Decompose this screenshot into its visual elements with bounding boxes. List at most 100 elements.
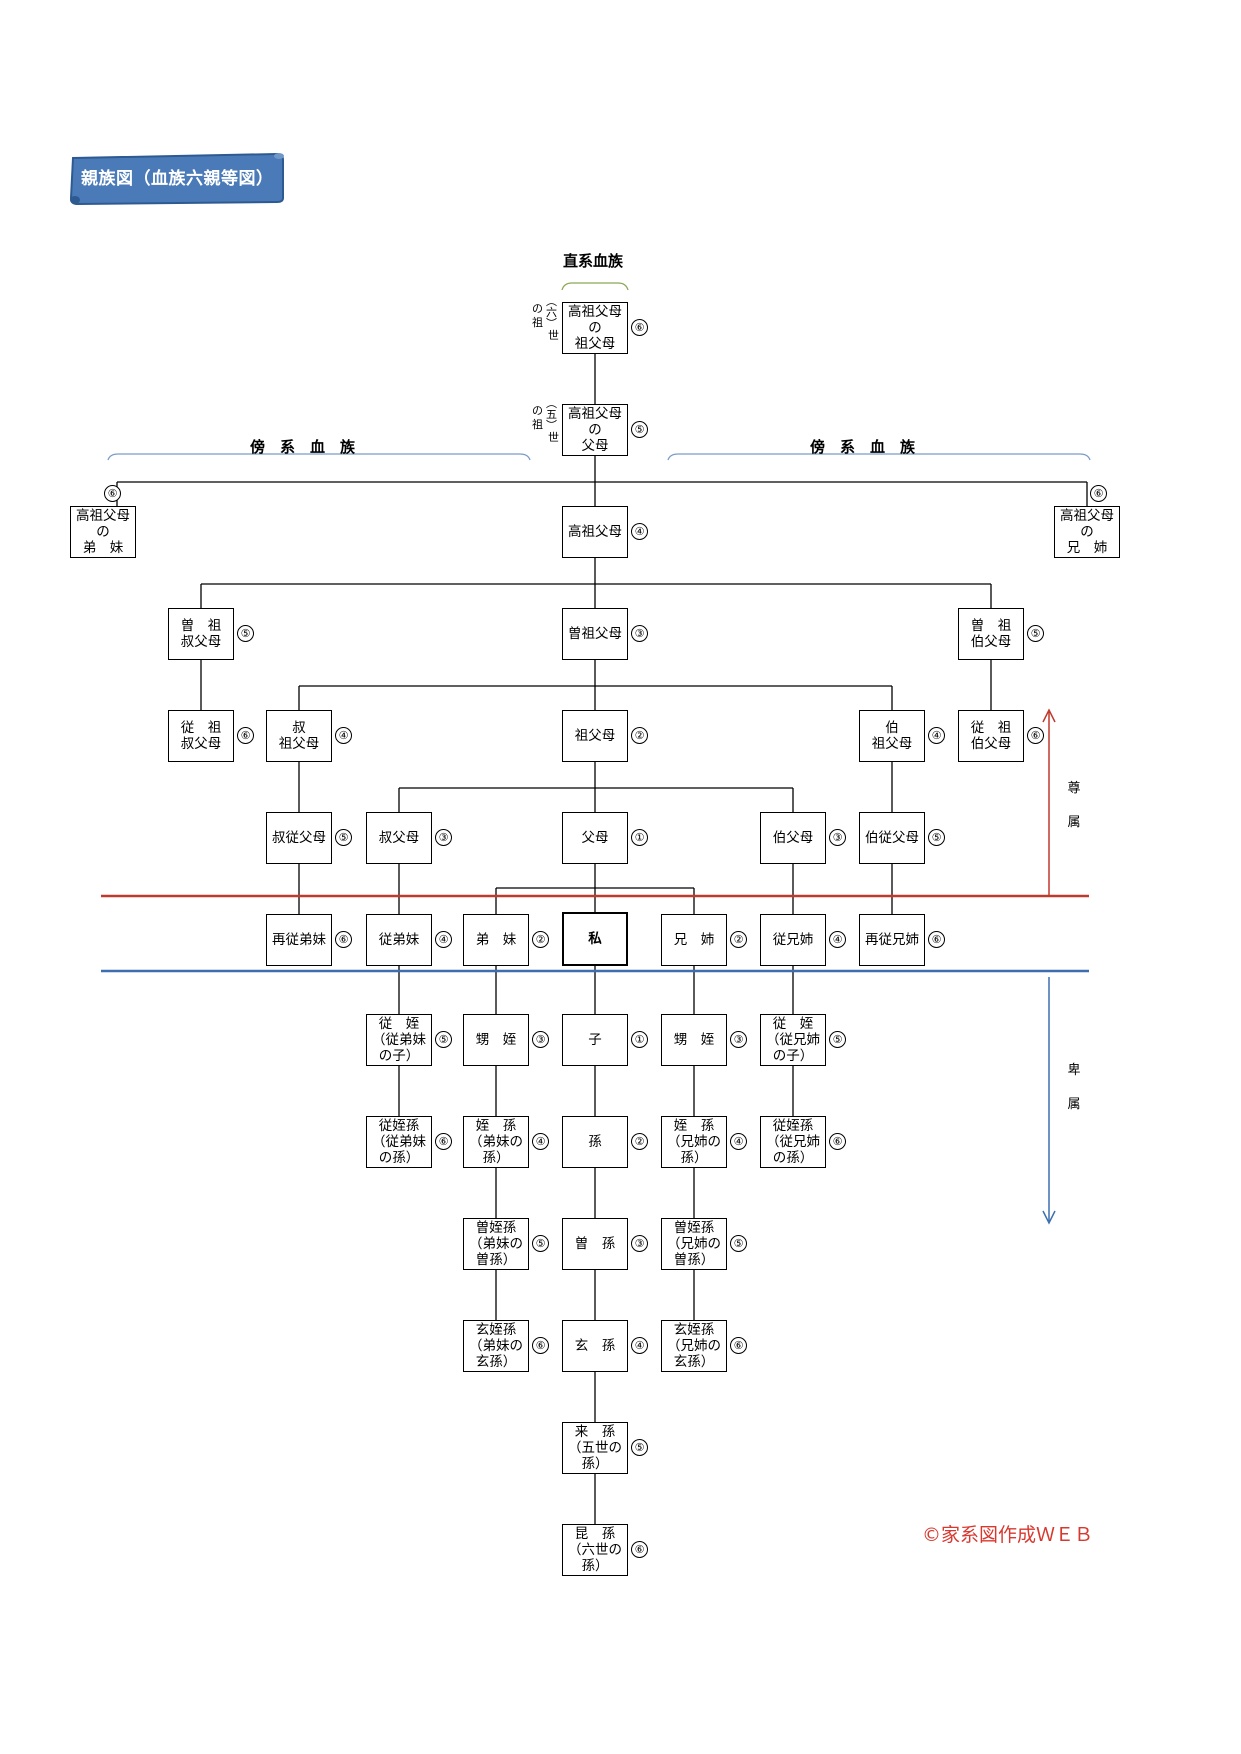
degree-badge: ① bbox=[631, 829, 648, 846]
degree-badge: ③ bbox=[730, 1031, 747, 1048]
kin-box: 弟 妹 bbox=[463, 914, 529, 966]
kin-box: 従 祖 叔父母 bbox=[168, 710, 234, 762]
degree-badge: ④ bbox=[829, 931, 846, 948]
degree-badge: ② bbox=[730, 931, 747, 948]
kin-box: 来 孫 （五世の 孫） bbox=[562, 1422, 628, 1474]
degree-badge: ④ bbox=[730, 1133, 747, 1150]
degree-badge: ③ bbox=[631, 625, 648, 642]
kin-box: 甥 姪 bbox=[661, 1014, 727, 1066]
degree-badge: ④ bbox=[532, 1133, 549, 1150]
degree-badge: ② bbox=[631, 727, 648, 744]
degree-badge: ⑤ bbox=[631, 421, 648, 438]
degree-badge: ⑥ bbox=[435, 1133, 452, 1150]
kin-box: 再従弟妹 bbox=[266, 914, 332, 966]
kin-box: 玄 孫 bbox=[562, 1320, 628, 1372]
degree-badge: ④ bbox=[335, 727, 352, 744]
degree-badge: ④ bbox=[631, 1337, 648, 1354]
fifth-ancestor-note-c: 世 bbox=[548, 431, 559, 444]
kin-box: 高祖父母 の 兄 姉 bbox=[1054, 506, 1120, 558]
kin-box: 従 姪 （従弟妹 の子） bbox=[366, 1014, 432, 1066]
copyright-text: ©家系図作成ＷＥＢ bbox=[922, 1524, 1094, 1546]
kin-box: 従兄姉 bbox=[760, 914, 826, 966]
kin-box: 高祖父母 bbox=[562, 506, 628, 558]
kin-box: 祖父母 bbox=[562, 710, 628, 762]
degree-badge: ⑤ bbox=[532, 1235, 549, 1252]
kin-box: 孫 bbox=[562, 1116, 628, 1168]
degree-badge: ⑥ bbox=[1027, 727, 1044, 744]
degree-badge: ⑥ bbox=[1090, 485, 1107, 502]
degree-badge: ⑥ bbox=[631, 1541, 648, 1558]
degree-badge: ④ bbox=[631, 523, 648, 540]
degree-badge: ⑥ bbox=[335, 931, 352, 948]
kin-box: 曽祖父母 bbox=[562, 608, 628, 660]
degree-badge: ⑥ bbox=[829, 1133, 846, 1150]
kin-box: 叔父母 bbox=[366, 812, 432, 864]
degree-badge: ⑤ bbox=[730, 1235, 747, 1252]
descendant-label: 卑 属 bbox=[1067, 1063, 1081, 1112]
kin-box: 姪 孫 （兄姉の 孫） bbox=[661, 1116, 727, 1168]
kin-box: 従弟妹 bbox=[366, 914, 432, 966]
kin-box: 叔従父母 bbox=[266, 812, 332, 864]
degree-badge: ⑥ bbox=[104, 485, 121, 502]
degree-badge: ③ bbox=[532, 1031, 549, 1048]
degree-badge: ⑥ bbox=[532, 1337, 549, 1354]
degree-badge: ② bbox=[532, 931, 549, 948]
degree-badge: ⑤ bbox=[435, 1031, 452, 1048]
kin-box: 玄姪孫 （兄姉の 玄孫） bbox=[661, 1320, 727, 1372]
degree-badge: ⑤ bbox=[928, 829, 945, 846]
collateral-label-right: 傍 系 血 族 bbox=[810, 438, 916, 456]
kin-box: 叔 祖父母 bbox=[266, 710, 332, 762]
degree-badge: ③ bbox=[631, 1235, 648, 1252]
degree-badge: ⑥ bbox=[237, 727, 254, 744]
kin-box: 高祖父母 の 弟 妹 bbox=[70, 506, 136, 558]
kin-box: 曽 祖 伯父母 bbox=[958, 608, 1024, 660]
kin-box: 再従兄姉 bbox=[859, 914, 925, 966]
degree-badge: ⑥ bbox=[928, 931, 945, 948]
fifth-ancestor-note-a: の 祖 bbox=[532, 404, 543, 431]
degree-badge: ③ bbox=[829, 829, 846, 846]
degree-badge: ⑥ bbox=[631, 319, 648, 336]
ascendant-label: 尊 属 bbox=[1067, 781, 1081, 830]
kin-box: 伯従父母 bbox=[859, 812, 925, 864]
sixth-ancestor-note-a: の 祖 bbox=[532, 302, 543, 329]
degree-badge: ⑤ bbox=[237, 625, 254, 642]
sixth-ancestor-note-c: 世 bbox=[548, 329, 559, 342]
kin-box: 曽姪孫 （弟妹の 曽孫） bbox=[463, 1218, 529, 1270]
kin-box: 高祖父母 の 父母 bbox=[562, 404, 628, 456]
kin-box: 兄 姉 bbox=[661, 914, 727, 966]
degree-badge: ④ bbox=[928, 727, 945, 744]
kin-box: 伯父母 bbox=[760, 812, 826, 864]
degree-badge: ⑥ bbox=[730, 1337, 747, 1354]
kin-box: 従姪孫 （従兄姉 の孫） bbox=[760, 1116, 826, 1168]
degree-badge: ① bbox=[631, 1031, 648, 1048]
kin-box: 昆 孫 （六世の 孫） bbox=[562, 1524, 628, 1576]
kin-box: 甥 姪 bbox=[463, 1014, 529, 1066]
lineal-label: 直系血族 bbox=[563, 252, 624, 270]
page-title: 親族図（血族六親等図） bbox=[81, 169, 274, 189]
kin-box: 姪 孫 （弟妹の 孫） bbox=[463, 1116, 529, 1168]
collateral-label-left: 傍 系 血 族 bbox=[250, 438, 356, 456]
kin-box: 従姪孫 （従弟妹 の孫） bbox=[366, 1116, 432, 1168]
self-box: 私 bbox=[562, 912, 628, 966]
degree-badge: ④ bbox=[435, 931, 452, 948]
degree-badge: ⑤ bbox=[335, 829, 352, 846]
kin-box: 従 祖 伯父母 bbox=[958, 710, 1024, 762]
degree-badge: ② bbox=[631, 1133, 648, 1150]
kin-box: 曽 祖 叔父母 bbox=[168, 608, 234, 660]
kin-box: 父母 bbox=[562, 812, 628, 864]
degree-badge: ⑤ bbox=[829, 1031, 846, 1048]
kin-box: 曽 孫 bbox=[562, 1218, 628, 1270]
kin-box: 玄姪孫 （弟妹の 玄孫） bbox=[463, 1320, 529, 1372]
kin-box: 伯 祖父母 bbox=[859, 710, 925, 762]
title-banner bbox=[69, 152, 284, 206]
degree-badge: ⑤ bbox=[631, 1439, 648, 1456]
degree-badge: ③ bbox=[435, 829, 452, 846]
degree-badge: ⑤ bbox=[1027, 625, 1044, 642]
fifth-ancestor-note-b: ︵ 五 ︶ bbox=[546, 397, 557, 432]
sixth-ancestor-note-b: ︵ 六 ︶ bbox=[546, 295, 557, 330]
kin-box: 高祖父母 の 祖父母 bbox=[562, 302, 628, 354]
kin-box: 従 姪 （従兄姉 の子） bbox=[760, 1014, 826, 1066]
kin-box: 子 bbox=[562, 1014, 628, 1066]
kin-box: 曽姪孫 （兄姉の 曽孫） bbox=[661, 1218, 727, 1270]
